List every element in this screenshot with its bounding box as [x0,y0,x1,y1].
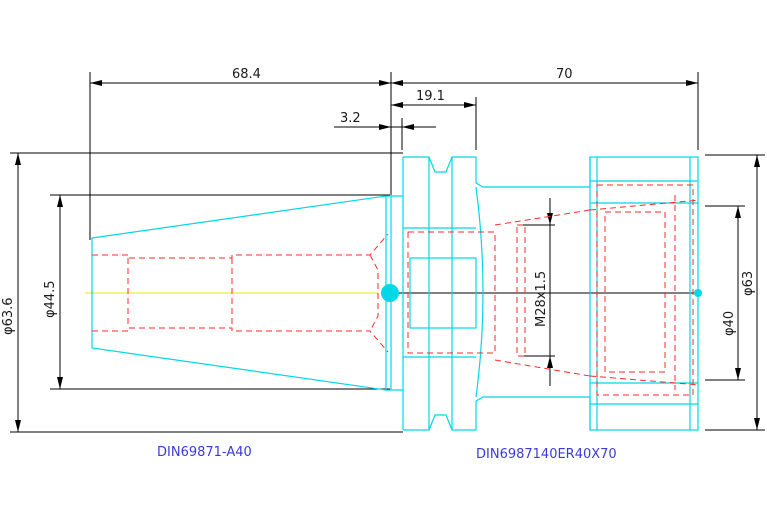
arrowhead [464,102,476,108]
arrowhead [686,80,698,86]
dimension-lines [10,72,765,433]
hidden-bore-bottom [92,327,389,353]
hidden-nut-bore [596,184,694,396]
dim-thread: M28x1.5 [534,271,549,327]
dim-overall-right: 70 [556,67,573,82]
hidden-line [494,359,591,377]
arrowhead [379,80,391,86]
arrowhead [391,80,403,86]
arrowhead [547,356,553,368]
label-right-part: DIN6987140ER40X70 [476,447,617,462]
center-mark-right [694,289,702,297]
arrowhead [735,368,741,380]
dim-dia-nut: φ63 [741,271,756,296]
hidden-thread-relief [516,224,526,357]
drive-slot [409,257,477,329]
hidden-taper-lines [589,199,701,386]
hidden-line [369,254,379,332]
dim-dia-outer: φ63.6 [1,297,16,335]
dim-dia-bore: φ40 [722,311,737,336]
hidden-bore-top [92,233,389,259]
arrowhead [391,102,403,108]
arrowhead [754,155,760,167]
dim-overall-left: 68.4 [232,67,261,82]
hidden-collet [604,211,666,373]
body-curve [475,186,484,398]
label-left-part: DIN69871-A40 [157,445,252,460]
hidden-lines [92,184,701,396]
dim-flange-offset: 19.1 [416,89,445,104]
arrowhead [754,418,760,430]
arrowhead [90,80,102,86]
arrowhead [547,213,553,225]
arrowhead [735,206,741,218]
arrowhead [57,377,63,389]
hidden-line [494,209,591,226]
dim-dia-taper: φ44.5 [43,280,58,318]
hidden-cavity [407,231,496,354]
dim-gap: 3.2 [340,111,361,126]
arrowhead [15,153,21,165]
center-mark-left [381,284,399,302]
part-outline [91,156,702,431]
arrowhead [57,195,63,207]
arrowhead [15,420,21,432]
arrowhead [402,124,414,130]
arrowhead [379,124,391,130]
